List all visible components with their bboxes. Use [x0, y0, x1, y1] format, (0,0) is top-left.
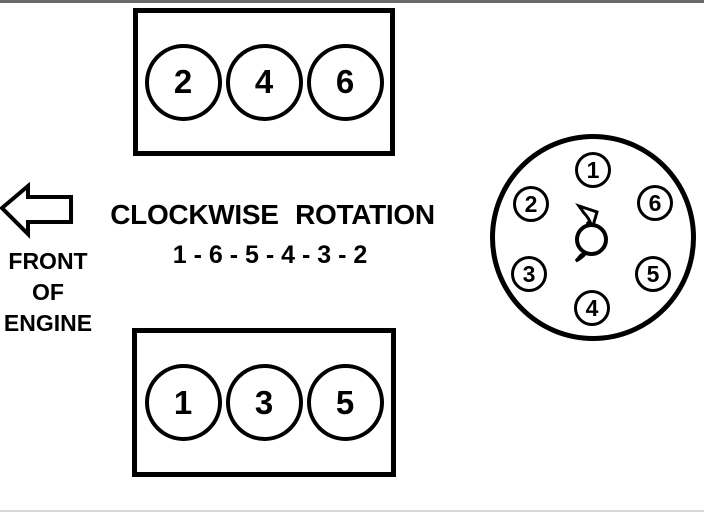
distributor-terminal: 5 — [635, 256, 671, 292]
distributor-terminal: 3 — [511, 256, 547, 292]
cylinder-circle: 3 — [225, 364, 303, 441]
cylinder-circle: 4 — [225, 43, 303, 121]
front-direction-arrow-icon — [0, 181, 73, 239]
front-of-engine-line: FRONT — [8, 248, 88, 274]
distributor-terminal: 1 — [575, 152, 611, 188]
distributor-terminal: 6 — [637, 185, 673, 221]
rotor-center-circle — [575, 223, 608, 256]
clockwise-rotation-title: CLOCKWISE ROTATION — [110, 199, 435, 230]
cylinder-circle: 2 — [144, 43, 222, 121]
front-of-engine-line: OF — [32, 279, 64, 305]
front-of-engine-line: ENGINE — [3, 310, 93, 336]
bottom-cylinder-bank: 1 3 5 — [132, 328, 396, 477]
bottom-divider-line — [0, 510, 704, 512]
cylinder-circle: 5 — [306, 364, 384, 441]
cylinder-circle: 6 — [306, 43, 384, 121]
top-divider-line — [0, 0, 704, 3]
distributor-terminal: 4 — [574, 290, 610, 326]
distributor-terminal: 2 — [513, 186, 549, 222]
cylinder-circle: 1 — [144, 364, 222, 441]
front-of-engine-label: FRONT OF ENGINE — [0, 246, 96, 339]
top-cylinder-bank: 2 4 6 — [133, 8, 395, 156]
firing-order-sequence: 1 - 6 - 5 - 4 - 3 - 2 — [172, 241, 368, 269]
